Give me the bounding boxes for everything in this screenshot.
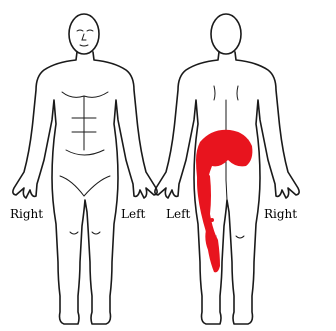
pain-speck [200, 147, 206, 153]
back-head [211, 14, 241, 54]
label-back-left: Left [166, 207, 190, 221]
label-front-right: Right [10, 207, 43, 221]
pain-speck [242, 138, 247, 143]
pain-speck [210, 218, 214, 222]
front-body-outline [13, 52, 157, 324]
label-front-left: Left [121, 207, 145, 221]
back-body-outline [155, 52, 299, 324]
pain-marking [196, 130, 252, 273]
label-back-right: Right [264, 207, 297, 221]
front-figure [13, 14, 157, 324]
front-face [77, 30, 93, 46]
pain-region-thigh [197, 170, 216, 238]
pain-region-calf [205, 230, 220, 272]
back-figure [155, 14, 299, 324]
front-anatomy-lines [60, 92, 110, 234]
pain-speck [215, 260, 219, 264]
